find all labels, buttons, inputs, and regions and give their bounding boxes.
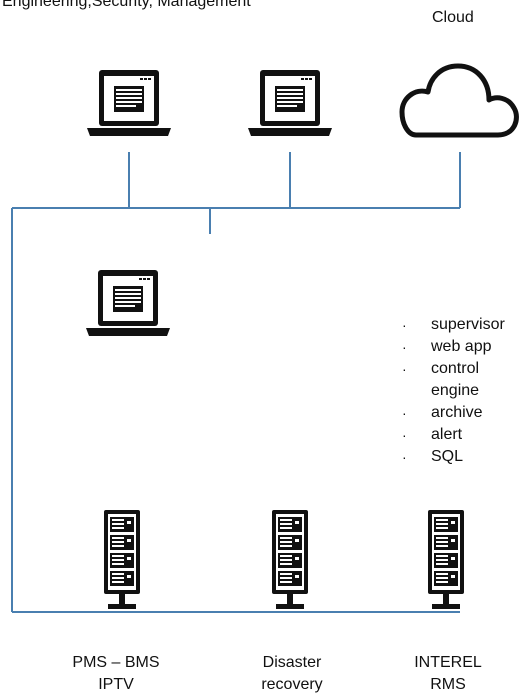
feature-item: · archive <box>402 402 505 424</box>
feature-text: control <box>431 360 480 377</box>
server-label-line2: recovery <box>261 676 323 693</box>
connection-lines <box>11 152 461 613</box>
server-icon <box>104 510 140 609</box>
feature-item: · SQL <box>402 446 505 468</box>
server-icon <box>428 510 464 609</box>
feature-text: web app <box>431 338 492 355</box>
server-label-line2: RMS <box>430 676 466 693</box>
server-label-line1: PMS – BMS <box>72 654 160 671</box>
feature-text: archive <box>431 404 483 421</box>
server-label-interel: INTEREL RMS <box>378 652 518 696</box>
server-label-line1: INTEREL <box>414 654 482 671</box>
feature-item: · alert <box>402 424 505 446</box>
bullet-icon: · <box>402 405 407 421</box>
feature-item: · control <box>402 358 505 380</box>
server-icon <box>272 510 308 609</box>
bullet-icon: · <box>402 339 407 355</box>
bullet-icon: · <box>402 427 407 443</box>
feature-item: · supervisor <box>402 314 505 336</box>
bullet-icon: · <box>402 449 407 465</box>
feature-text: supervisor <box>431 316 505 333</box>
top-group-label: Engineering,Security, Management <box>2 0 251 10</box>
server-label-disaster: Disaster recovery <box>222 652 362 696</box>
bullet-icon: · <box>402 317 407 333</box>
laptop-icon <box>86 270 170 336</box>
laptop-icon <box>87 70 171 136</box>
server-label-line2: IPTV <box>98 676 134 693</box>
cloud-label: Cloud <box>432 9 474 26</box>
feature-item: · web app <box>402 336 505 358</box>
feature-text: SQL <box>431 448 464 465</box>
bullet-icon: · <box>402 361 407 377</box>
feature-item: engine <box>402 380 505 402</box>
feature-text: engine <box>431 382 480 399</box>
feature-list: · supervisor · web app · control engine · archiv… <box>402 314 505 468</box>
feature-text: alert <box>431 426 463 443</box>
server-label-line1: Disaster <box>262 654 322 671</box>
server-label-pms: PMS – BMS IPTV <box>46 652 186 696</box>
cloud-icon <box>399 63 519 138</box>
laptop-icon <box>248 70 332 136</box>
